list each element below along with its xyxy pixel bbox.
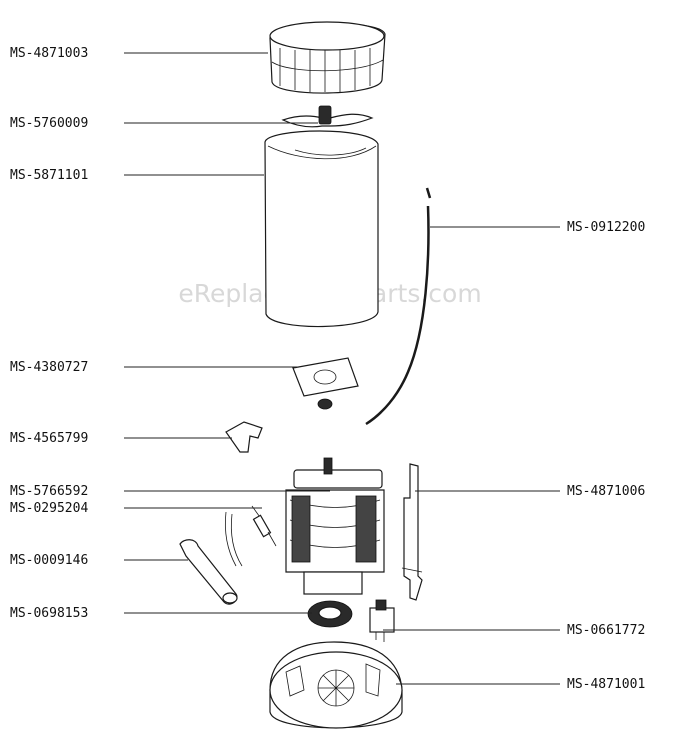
gasket-part[interactable] — [292, 357, 359, 410]
switch-rod-part-number[interactable]: MS-4871006 — [567, 484, 645, 499]
clip-part[interactable] — [225, 421, 263, 453]
blade-part-number[interactable]: MS-5760009 — [10, 116, 88, 131]
bowl-part[interactable] — [264, 130, 379, 328]
motor-part-number[interactable]: MS-5766592 — [10, 484, 88, 499]
leader-lines — [124, 52, 560, 685]
seal-ring-part-number[interactable]: MS-0698153 — [10, 606, 88, 621]
bowl-part-number[interactable]: MS-5871101 — [10, 168, 88, 183]
cord-part[interactable] — [365, 187, 432, 426]
base-part-number[interactable]: MS-4871001 — [567, 677, 645, 692]
cord-part-number[interactable]: MS-0912200 — [567, 220, 645, 235]
part-labels: MS-4871003MS-5760009MS-5871101MS-0912200… — [10, 46, 645, 692]
gasket-part-number[interactable]: MS-4380727 — [10, 360, 88, 375]
sleeve-part[interactable] — [179, 511, 243, 605]
seal-ring-part[interactable] — [307, 600, 353, 628]
top-cap-part[interactable] — [269, 21, 386, 94]
clip-part-number[interactable]: MS-4565799 — [10, 431, 88, 446]
top-cap-part-number[interactable]: MS-4871003 — [10, 46, 88, 61]
blade-part[interactable] — [281, 105, 374, 128]
switch-part-number[interactable]: MS-0661772 — [567, 623, 645, 638]
sleeve-part-number[interactable]: MS-0009146 — [10, 553, 88, 568]
capacitor-part-number[interactable]: MS-0295204 — [10, 501, 88, 516]
capacitor-part[interactable] — [251, 505, 277, 547]
motor-part[interactable] — [285, 457, 385, 595]
switch-rod-part[interactable] — [401, 463, 423, 601]
base-part[interactable] — [269, 641, 403, 729]
switch-part[interactable] — [369, 599, 395, 642]
